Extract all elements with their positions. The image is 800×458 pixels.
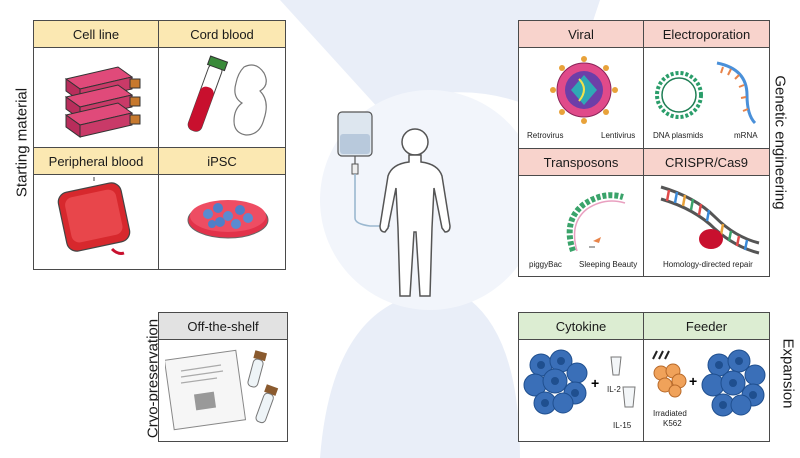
cord-blood-tube-icon	[187, 55, 267, 136]
blood-bag-icon	[57, 177, 131, 255]
cytokine-header: Cytokine	[519, 313, 643, 340]
starting-material-panel: Cell line Cord blood Peripheral blood iP…	[33, 20, 286, 270]
irradiated-label: Irradiated	[653, 409, 687, 418]
nk-cell-cluster-icon	[523, 349, 588, 415]
genetic-engineering-panel: Viral Electroporation Transposons CRISPR…	[518, 20, 770, 277]
ipsc-header: iPSC	[159, 147, 285, 175]
cryo-panel: Off-the-shelf	[158, 312, 288, 442]
plus-sign: +	[591, 375, 600, 391]
transposons-header: Transposons	[519, 148, 643, 176]
cell-culture-flasks-icon	[64, 66, 141, 138]
genetic-engineering-label: Genetic engineering	[771, 75, 789, 210]
dna-plasmids-label: DNA plasmids	[653, 131, 704, 140]
irradiated-k562-icon	[652, 350, 687, 398]
divider	[158, 21, 159, 269]
lentivirus-label: Lentivirus	[601, 131, 636, 140]
sleeping-beauty-label: Sleeping Beauty	[579, 260, 638, 269]
crispr-header: CRISPR/Cas9	[644, 148, 769, 176]
ipsc-petri-dish-icon	[187, 200, 269, 239]
mrna-label: mRNA	[734, 131, 758, 140]
cord-blood-header: Cord blood	[159, 21, 285, 48]
feeder-header: Feeder	[644, 313, 769, 340]
viral-header: Viral	[519, 21, 643, 48]
expansion-label: Expansion	[779, 338, 797, 409]
transposon-dna-icon	[566, 192, 626, 252]
hdr-label: Homology-directed repair	[663, 260, 753, 269]
divider	[643, 21, 644, 276]
peripheral-blood-header: Peripheral blood	[34, 147, 158, 175]
off-the-shelf-header: Off-the-shelf	[159, 313, 287, 340]
k562-label: K562	[663, 419, 682, 428]
electroporation-header: Electroporation	[644, 21, 769, 48]
cell-line-header: Cell line	[34, 21, 158, 48]
cryo-bag-and-vials-icon	[165, 349, 279, 431]
crispr-dna-icon	[660, 185, 760, 255]
retrovirus-label: Retrovirus	[527, 131, 564, 140]
piggybac-label: piggyBac	[529, 260, 562, 269]
starting-material-label: Starting material	[13, 87, 31, 198]
expansion-panel: Cytokine Feeder + IL-2 IL-15 Irradiated …	[518, 312, 770, 442]
virus-icon	[550, 56, 618, 124]
dna-plasmid-and-mrna-icon	[655, 61, 757, 125]
divider	[643, 313, 644, 441]
patient-figure-icon	[337, 111, 451, 297]
plus-sign-feeder: +	[689, 373, 698, 389]
il15-label: IL-15	[613, 421, 632, 430]
il2-label: IL-2	[607, 385, 621, 394]
cytokine-tubes-icon	[610, 356, 636, 408]
nk-cell-cluster-feeder-icon	[701, 349, 766, 417]
